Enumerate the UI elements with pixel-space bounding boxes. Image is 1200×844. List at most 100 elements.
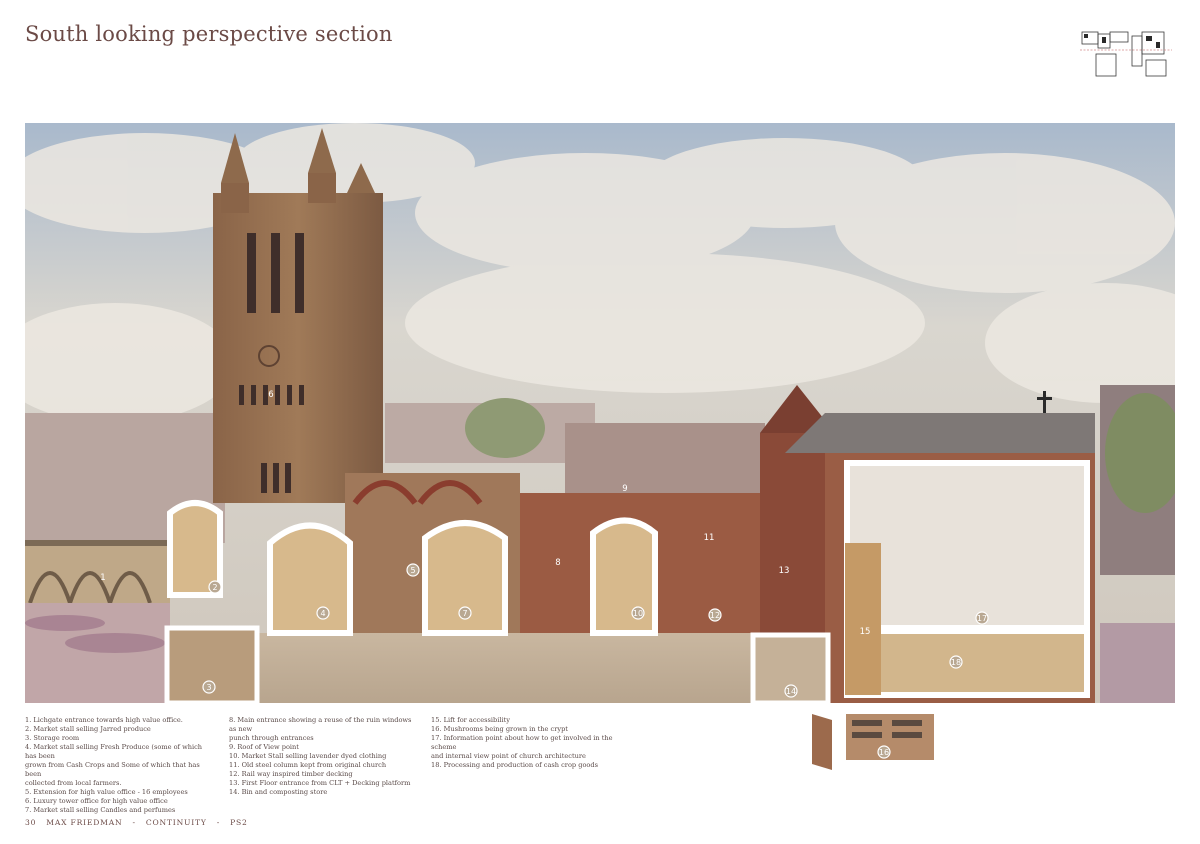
legend-item: 16. Mushrooms being grown in the crypt bbox=[431, 725, 631, 734]
marker-4-circle bbox=[316, 606, 330, 620]
legend-item-text: 4. Market stall selling Fresh Produce (s… bbox=[25, 743, 203, 760]
legend-item: 10. Market Stall selling lavender dyed c… bbox=[229, 752, 419, 761]
legend-item-text: 17. Information point about how to get i… bbox=[431, 734, 613, 751]
footer-separator: - bbox=[216, 818, 221, 827]
legend-item-text: 10. Market Stall selling lavender dyed c… bbox=[229, 752, 387, 760]
legend-item-continuation: grown from Cash Crops and Some of which … bbox=[25, 761, 200, 778]
room-processing bbox=[844, 628, 1090, 698]
legend-item-continuation: and internal view point of church archit… bbox=[431, 752, 586, 760]
key-plan-block bbox=[1131, 35, 1143, 67]
legend-item-text: 6. Luxury tower office for high value of… bbox=[25, 797, 168, 805]
legend-item: 4. Market stall selling Fresh Produce (s… bbox=[25, 743, 215, 788]
marker-3-circle bbox=[202, 680, 216, 694]
footer-page-number: 30 bbox=[25, 818, 37, 827]
legend-item-text: 15. Lift for accessibility bbox=[431, 716, 510, 724]
marker-2-circle bbox=[208, 580, 222, 594]
legend-item: 13. First Floor entrance from CLT + Deck… bbox=[229, 779, 419, 788]
legend-item-text: 18. Processing and production of cash cr… bbox=[431, 761, 598, 769]
key-plan-block bbox=[1095, 53, 1117, 77]
room-fresh-produce bbox=[267, 522, 353, 636]
footer-studio: PS2 bbox=[230, 818, 248, 827]
legend-item: 6. Luxury tower office for high value of… bbox=[25, 797, 215, 806]
legend-column-2: 8. Main entrance showing a reuse of the … bbox=[229, 716, 419, 797]
marker-16: 16 bbox=[879, 748, 889, 757]
legend-item: 18. Processing and production of cash cr… bbox=[431, 761, 631, 770]
marker-15: 15 bbox=[860, 627, 871, 637]
crypt-wall bbox=[812, 714, 832, 770]
legend-item: 7. Market stall selling Candles and perf… bbox=[25, 806, 215, 815]
marker-5-circle bbox=[406, 563, 420, 577]
marker-7: 7 bbox=[462, 609, 467, 618]
room-information-point bbox=[844, 460, 1090, 631]
marker-5: 5 bbox=[410, 566, 415, 575]
legend-item: 8. Main entrance showing a reuse of the … bbox=[229, 716, 419, 743]
legend-item: 3. Storage room bbox=[25, 734, 215, 743]
marker-14: 14 bbox=[786, 687, 796, 696]
marker-10: 10 bbox=[633, 609, 643, 618]
legend-item: 2. Market stall selling Jarred produce bbox=[25, 725, 215, 734]
marker-7-circle bbox=[458, 606, 472, 620]
legend-item-text: 7. Market stall selling Candles and perf… bbox=[25, 806, 176, 814]
mushroom-rack bbox=[852, 732, 882, 738]
key-plan-block bbox=[1141, 31, 1165, 55]
legend-item-text: 2. Market stall selling Jarred produce bbox=[25, 725, 151, 733]
lower-cut-rooms bbox=[164, 543, 881, 703]
legend-item-continuation: punch through entrances bbox=[229, 734, 314, 742]
legend-item: 9. Roof of View point bbox=[229, 743, 419, 752]
marker-8: 8 bbox=[555, 558, 560, 568]
section-markers: 1 2 3 4 5 6 7 8 9 10 11 12 13 14 15 17 1… bbox=[100, 390, 989, 698]
marker-11: 11 bbox=[704, 533, 715, 543]
legend-item: 5. Extension for high value office - 16 … bbox=[25, 788, 215, 797]
mushroom-rack bbox=[852, 720, 882, 726]
mushroom-rack bbox=[892, 720, 922, 726]
footer-project: CONTINUITY bbox=[145, 818, 207, 827]
marker-14-circle bbox=[784, 684, 798, 698]
key-plan bbox=[1080, 31, 1172, 77]
crypt-inset: 16 bbox=[812, 714, 934, 770]
legend-item-text: 9. Roof of View point bbox=[229, 743, 299, 751]
room-jarred-produce bbox=[167, 500, 223, 598]
legend-item: 12. Rail way inspired timber decking bbox=[229, 770, 419, 779]
background-buildings bbox=[25, 385, 1175, 575]
marker-12: 12 bbox=[710, 611, 720, 620]
legend-item-text: 5. Extension for high value office - 16 … bbox=[25, 788, 188, 796]
lichgate-arches bbox=[25, 540, 170, 703]
legend-item: 1. Lichgate entrance towards high value … bbox=[25, 716, 215, 725]
legend-item-continuation: collected from local farmers. bbox=[25, 779, 122, 787]
key-plan-block bbox=[1109, 31, 1129, 43]
marker-17: 17 bbox=[977, 614, 987, 623]
lift-shaft bbox=[845, 543, 881, 695]
legend-item-text: 3. Storage room bbox=[25, 734, 80, 742]
room-candles bbox=[422, 520, 508, 636]
key-plan-fill bbox=[1084, 34, 1088, 38]
legend-item: 17. Information point about how to get i… bbox=[431, 734, 631, 761]
key-plan-fill bbox=[1146, 36, 1152, 41]
marker-16-circle bbox=[877, 745, 891, 759]
marker-10-circle bbox=[631, 606, 645, 620]
legend-item: 15. Lift for accessibility bbox=[431, 716, 631, 725]
legend-item-text: 14. Bin and composting store bbox=[229, 788, 328, 796]
marker-9: 9 bbox=[622, 484, 627, 494]
marker-1: 1 bbox=[100, 573, 105, 583]
legend-item: 14. Bin and composting store bbox=[229, 788, 419, 797]
legend-item-text: 8. Main entrance showing a reuse of the … bbox=[229, 716, 412, 733]
marker-3: 3 bbox=[206, 683, 211, 692]
legend-item-text: 12. Rail way inspired timber decking bbox=[229, 770, 353, 778]
footer-author: MAX FRIEDMAN bbox=[46, 818, 123, 827]
marker-17-circle bbox=[975, 611, 989, 625]
key-plan-fill bbox=[1156, 42, 1160, 48]
key-plan-fill bbox=[1102, 37, 1106, 43]
page-title: South looking perspective section bbox=[25, 22, 393, 46]
marker-6: 6 bbox=[268, 390, 273, 400]
marker-4: 4 bbox=[320, 609, 325, 618]
section-cuts bbox=[167, 460, 1090, 698]
room-lavender-clothing bbox=[590, 517, 658, 636]
marker-13: 13 bbox=[779, 566, 790, 576]
legend-column-1: 1. Lichgate entrance towards high value … bbox=[25, 716, 215, 815]
legend-item-text: 1. Lichgate entrance towards high value … bbox=[25, 716, 183, 724]
legend-item-text: 13. First Floor entrance from CLT + Deck… bbox=[229, 779, 411, 787]
legend-item: 11. Old steel column kept from original … bbox=[229, 761, 419, 770]
legend-item-text: 11. Old steel column kept from original … bbox=[229, 761, 387, 769]
